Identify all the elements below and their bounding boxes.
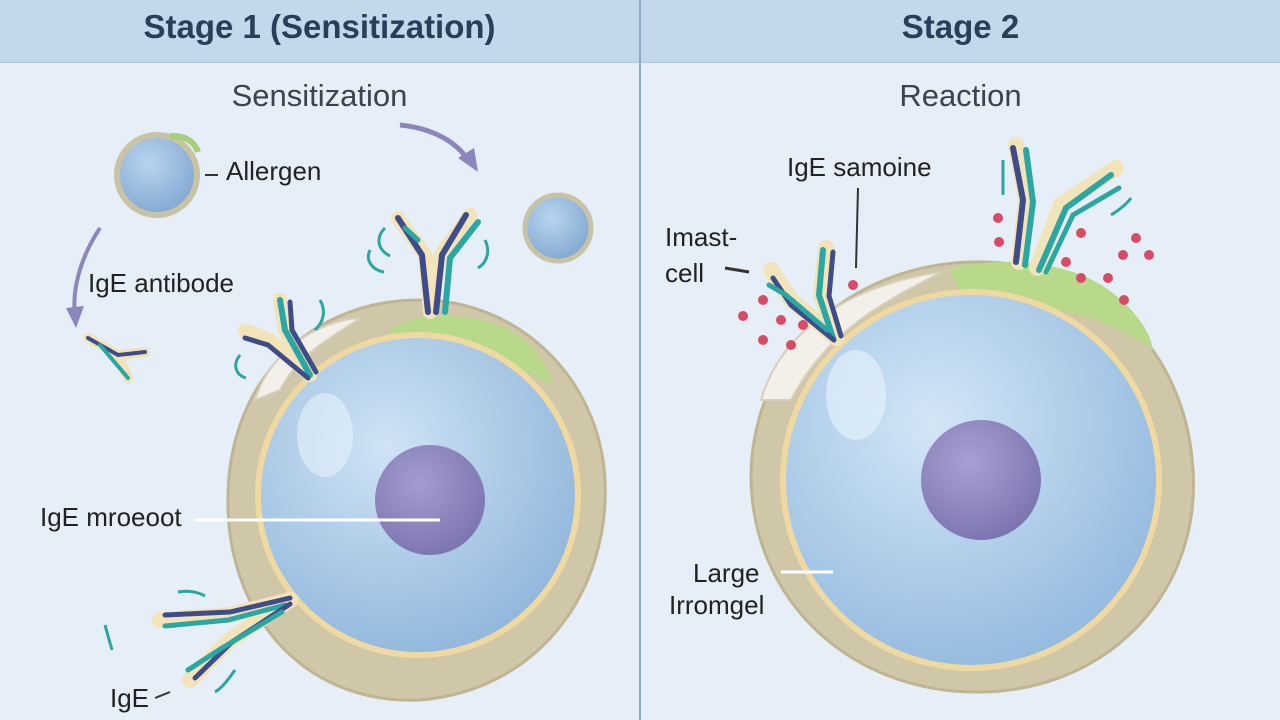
stage-2-title: Stage 2 [901,8,1020,45]
label-mast-cell-line-2: cell [665,258,705,288]
panel-divider [639,0,641,720]
nucleus [375,445,485,555]
stage-1-panel: Stage 1 (Sensitization) Sensitization [0,0,639,720]
curved-arrow-left-head [66,306,84,328]
motion-marks-bottom [103,589,237,694]
motion-marks-top [366,226,490,274]
label-ige-receptor: IgE mroeoot [40,502,182,532]
label-allergen: Allergen [226,156,322,186]
antibody-bottom [152,592,298,688]
allergen-ball [114,132,200,218]
stage-2-panel: Stage 2 Reaction [641,0,1280,720]
cell-highlight [297,393,353,477]
antibody-membrane [763,240,844,346]
label-large-line-1: Large [693,558,760,588]
motion-marks-top [1001,160,1133,217]
antibody-membrane [238,293,319,382]
stage-1-subtitle: Sensitization [231,78,408,113]
mediator-dots [738,213,1154,350]
antibody-top [1008,137,1124,276]
stage-2-illustration [724,137,1195,694]
mast-cell-leader [724,266,750,274]
receptor-green-patch [951,261,1153,350]
stage-2-subtitle: Reaction [899,78,1022,113]
stage-2-header: Stage 2 [641,0,1280,63]
stage-1-title: Stage 1 (Sensitization) [143,8,496,45]
label-ige-site: IgE samoine [787,152,932,182]
label-ige-antibody: IgE antibode [88,268,235,298]
label-ige: IgE [110,683,150,713]
antibody-free [83,333,150,383]
curved-arrow-top [399,122,471,162]
label-large-line-2: Irromgel [669,590,765,620]
nucleus [921,420,1041,540]
cell-highlight [826,350,886,440]
motion-marks-side [234,299,325,380]
label-mast-cell-line-1: Imast- [665,222,738,252]
stage-1-header: Stage 1 (Sensitization) [0,0,639,63]
ige-site-leader [855,187,859,269]
ige-leader [154,691,171,699]
curved-arrow-top-head [458,148,478,172]
stage-1-illustration [66,122,607,702]
allergen-ball-2 [522,192,594,264]
antibody-top [391,208,481,319]
allergen-cap [169,132,201,154]
